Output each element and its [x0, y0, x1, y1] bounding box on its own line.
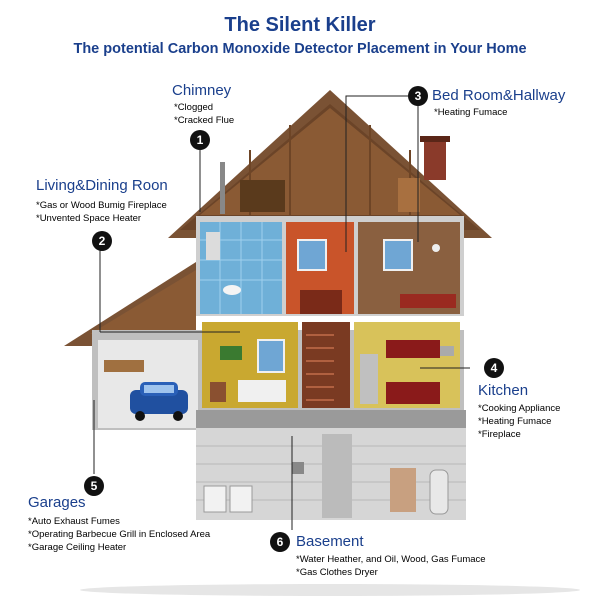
- furnace: [390, 468, 416, 512]
- basement-water-heater: [429, 469, 449, 515]
- living-dining-heading: Living&Dining Roon: [36, 177, 168, 194]
- car-wheel-right: [173, 411, 183, 421]
- kitchen-heading: Kitchen: [478, 382, 529, 399]
- washer: [203, 485, 227, 513]
- car-windshield: [144, 385, 174, 393]
- lower-cabinets: [386, 382, 440, 404]
- range-hood: [440, 346, 454, 356]
- ground-shadow: [80, 584, 580, 596]
- refrigerator: [360, 354, 378, 404]
- living-dining-item-1: *Gas or Wood Bumig Fireplace: [36, 200, 167, 211]
- basement-item-2: *Gas Clothes Dryer: [296, 567, 378, 578]
- bedroom-hallway-item-1: *Heating Fumace: [434, 107, 508, 118]
- upper-cabinets: [386, 340, 440, 358]
- chimney-item-2: *Cracked Flue: [174, 115, 235, 126]
- living-room-window: [257, 339, 285, 373]
- attic: [200, 108, 460, 215]
- car-wheel-left: [135, 411, 145, 421]
- vent-pipe: [220, 162, 225, 214]
- bed: [400, 294, 456, 308]
- marker-3-badge: 3: [408, 86, 428, 106]
- basement-heading: Basement: [296, 533, 364, 550]
- stair-steps: [306, 334, 334, 401]
- garage-shelf: [104, 360, 144, 372]
- bedroom-window-2: [383, 239, 413, 271]
- kitchen-item-2: *Heating Fumace: [478, 416, 552, 427]
- leader-lines: [93, 95, 470, 530]
- chimney: [424, 140, 446, 180]
- bedroom-window: [297, 239, 327, 271]
- garage-attic: [90, 270, 196, 334]
- water-heater-small: [206, 232, 220, 260]
- marker-6-badge: 6: [270, 532, 290, 552]
- chimney-cap: [420, 136, 450, 142]
- stair-railing: [300, 290, 342, 314]
- marker-2-badge: 2: [92, 231, 112, 251]
- kitchen-item-1: *Cooking Appliance: [478, 403, 561, 414]
- basement-stairs: [322, 434, 352, 518]
- garages-item-2: *Operating Barbecue Grill in Enclosed Ar…: [28, 529, 211, 540]
- wall-painting: [220, 346, 242, 360]
- attic-box: [398, 178, 420, 212]
- kitchen-item-3: *Fireplace: [478, 429, 521, 440]
- staircase-area: [302, 322, 350, 408]
- page-subtitle: The potential Carbon Monoxide Detector P…: [73, 41, 527, 57]
- fireplace-heater: [210, 382, 226, 402]
- living-dining-item-2: *Unvented Space Heater: [36, 213, 142, 224]
- wall-clock: [432, 244, 440, 252]
- marker-1-badge: 1: [190, 130, 210, 150]
- chimney-heading: Chimney: [172, 82, 232, 99]
- bedroom-hallway-heading: Bed Room&Hallway: [432, 87, 566, 104]
- electrical-panel: [292, 462, 304, 474]
- chimney-item-1: *Clogged: [174, 102, 214, 113]
- attic-shelf: [240, 180, 285, 212]
- sofa: [238, 380, 286, 402]
- marker-4-badge: 4: [484, 358, 504, 378]
- garages-item-3: *Garage Ceiling Heater: [28, 542, 127, 553]
- bathroom-sink: [223, 285, 241, 295]
- garages-heading: Garages: [28, 494, 86, 511]
- marker-5-badge: 5: [84, 476, 104, 496]
- clothes-dryer: [229, 485, 253, 513]
- basement-item-1: *Water Heather, and Oil, Wood, Gas Fumac…: [296, 554, 486, 565]
- page-title: The Silent Killer: [224, 14, 376, 36]
- garages-item-1: *Auto Exhaust Fumes: [28, 516, 120, 527]
- floor-slab: [196, 410, 466, 428]
- car-body: [130, 390, 188, 414]
